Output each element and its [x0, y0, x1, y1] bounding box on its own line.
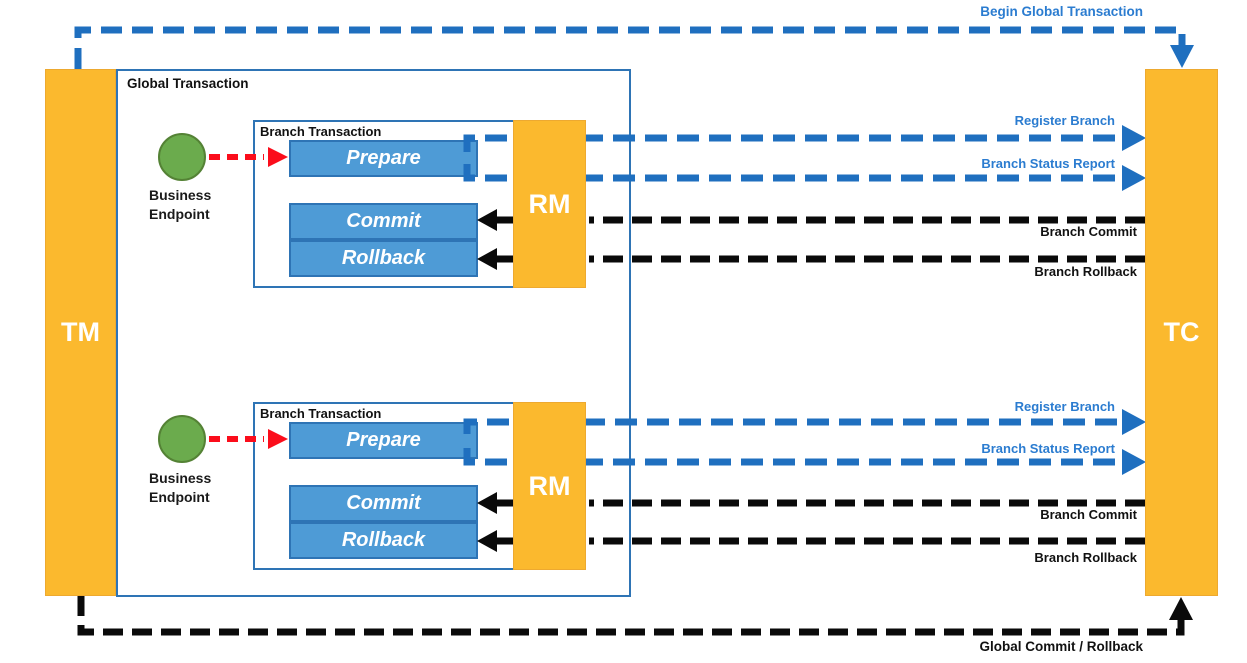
commit-box-2: Commit: [289, 485, 478, 522]
register-branch-label-1: Register Branch: [1014, 113, 1115, 128]
prepare-box-1: Prepare: [289, 140, 478, 177]
invoke-arrowhead-1: [268, 147, 288, 167]
branch-status-report-label-2: Branch Status Report: [981, 441, 1115, 456]
branch-rollback-label-2: Branch Rollback: [1034, 550, 1137, 565]
register-branch-connector-2: [463, 418, 1122, 434]
global-commit-rollback-label: Global Commit / Rollback: [979, 639, 1143, 654]
rollback-box-1: Rollback: [289, 240, 478, 277]
branch-rollback-arrowhead-2: [477, 530, 497, 552]
business-endpoint-label-2: Business Endpoint: [149, 469, 211, 507]
prepare-box-2: Prepare: [289, 422, 478, 459]
branch-transaction-label-1: Branch Transaction: [260, 124, 382, 139]
rollback-box-2: Rollback: [289, 522, 478, 559]
branch-status-report-connector-2: [463, 448, 1122, 466]
business-endpoint-line2: Endpoint: [149, 489, 210, 505]
business-endpoint-line2: Endpoint: [149, 206, 210, 222]
rm-bar-1: RM: [513, 120, 586, 288]
business-endpoint-circle-2: [158, 415, 206, 463]
branch-rollback-label-1: Branch Rollback: [1034, 264, 1137, 279]
begin-global-transaction-connector: [74, 26, 1186, 69]
register-branch-label-2: Register Branch: [1014, 399, 1115, 414]
register-branch-arrowhead-1: [1122, 125, 1146, 151]
branch-commit-arrowhead-1: [477, 209, 497, 231]
register-branch-arrowhead-2: [1122, 409, 1146, 435]
business-endpoint-circle-1: [158, 133, 206, 181]
branch-status-report-arrowhead-1: [1122, 165, 1146, 191]
business-endpoint-label-1: Business Endpoint: [149, 186, 211, 224]
branch-status-report-connector-1: [463, 164, 1122, 182]
branch-commit-label-1: Branch Commit: [1040, 224, 1137, 239]
invoke-arrowhead-2: [268, 429, 288, 449]
branch-rollback-arrowhead-1: [477, 248, 497, 270]
register-branch-connector-1: [463, 134, 1122, 152]
rm-bar-2: RM: [513, 402, 586, 570]
tm-bar: TM: [45, 69, 116, 596]
branch-status-report-arrowhead-2: [1122, 449, 1146, 475]
branch-transaction-label-2: Branch Transaction: [260, 406, 382, 421]
business-endpoint-line1: Business: [149, 187, 212, 203]
business-endpoint-line1: Business: [149, 470, 212, 486]
begin-global-transaction-arrowhead: [1170, 45, 1194, 68]
tc-bar: TC: [1145, 69, 1218, 596]
global-transaction-label: Global Transaction: [127, 76, 249, 91]
global-commit-rollback-connector: [77, 596, 1185, 636]
branch-commit-arrowhead-2: [477, 492, 497, 514]
commit-box-1: Commit: [289, 203, 478, 240]
global-commit-rollback-arrowhead: [1169, 597, 1193, 620]
branch-status-report-label-1: Branch Status Report: [981, 156, 1115, 171]
begin-global-transaction-label: Begin Global Transaction: [980, 4, 1143, 19]
branch-commit-label-2: Branch Commit: [1040, 507, 1137, 522]
